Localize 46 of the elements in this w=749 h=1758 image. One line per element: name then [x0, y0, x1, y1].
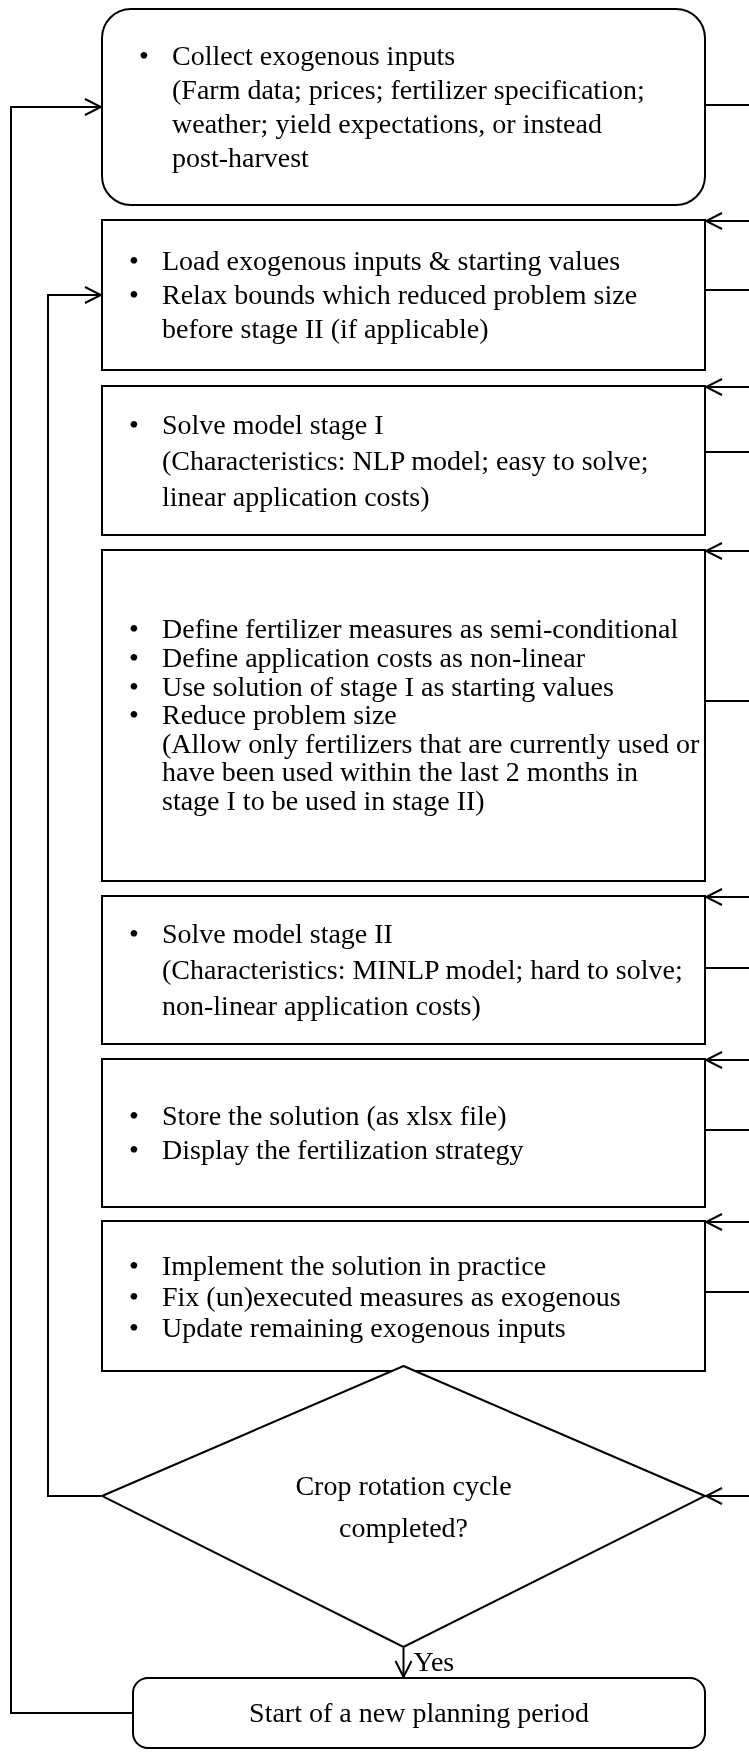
arrow	[10, 98, 133, 1714]
connector-line	[705, 1291, 749, 1293]
arrow	[705, 1051, 749, 1069]
process-box	[101, 8, 706, 206]
decision-text: Crop rotation cycle completed?	[294, 1468, 513, 1545]
process-box	[101, 219, 706, 371]
process-box	[101, 1220, 706, 1372]
arrow	[394, 1647, 413, 1678]
connector-line	[705, 104, 749, 106]
bullet-item: (Allow only fertilizers that are currently used or have been used within the last 2 months in stage I to be used in stage II)	[161, 729, 700, 816]
arrow	[705, 542, 749, 560]
arrow	[705, 1213, 749, 1231]
terminal-box	[132, 1677, 706, 1749]
bullet-item: • Fix (un)executed measures as exogenous	[129, 1280, 622, 1312]
connector-line	[705, 700, 749, 702]
bullet-item: • Implement the solution in practice	[129, 1249, 548, 1281]
connector-line	[705, 451, 749, 453]
arrow	[705, 888, 749, 906]
bullet-item: • Update remaining exogenous inputs	[129, 1311, 566, 1343]
bullet-item: • Solve model stage I	[129, 407, 385, 442]
bullet-item: • Relax bounds which reduced problem size before stage II (if applicable)	[129, 278, 639, 346]
decision-diamond	[101, 1365, 706, 1648]
bullet-item: • Define application costs as non-linear	[129, 644, 586, 673]
bullet-item: • Store the solution (as xlsx file)	[129, 1099, 508, 1133]
process-box	[101, 385, 706, 536]
process-box	[101, 895, 706, 1045]
bullet-item: (Characteristics: MINLP model; hard to solve; non-linear application costs)	[161, 953, 684, 1023]
bullet-item: • Reduce problem size	[129, 701, 398, 730]
bullet-item: (Farm data; prices; fertilizer specification; weather; yield expectations, or instead post-harvest	[171, 73, 646, 175]
bullet-item: • Use solution of stage I as starting values	[129, 672, 615, 702]
bullet-item: • Display the fertilization strategy	[129, 1133, 525, 1167]
arrow	[705, 212, 749, 230]
process-box	[101, 1058, 706, 1208]
arrow	[705, 1487, 749, 1505]
arrow	[47, 286, 102, 1497]
terminal-text: Start of a new planning period	[248, 1697, 590, 1729]
bullet-item: • Define fertilizer measures as semi-conditional	[129, 615, 680, 644]
bullet-item: • Collect exogenous inputs	[139, 39, 457, 73]
arrow	[705, 378, 749, 396]
bullet-item: • Solve model stage II	[129, 917, 394, 951]
connector-line	[705, 289, 749, 291]
bullet-item: (Characteristics: NLP model; easy to solve; linear application costs)	[161, 443, 650, 514]
connector-line	[705, 967, 749, 969]
connector-line	[705, 1129, 749, 1131]
bullet-item: • Load exogenous inputs & starting values	[129, 244, 622, 278]
process-box	[101, 549, 706, 882]
